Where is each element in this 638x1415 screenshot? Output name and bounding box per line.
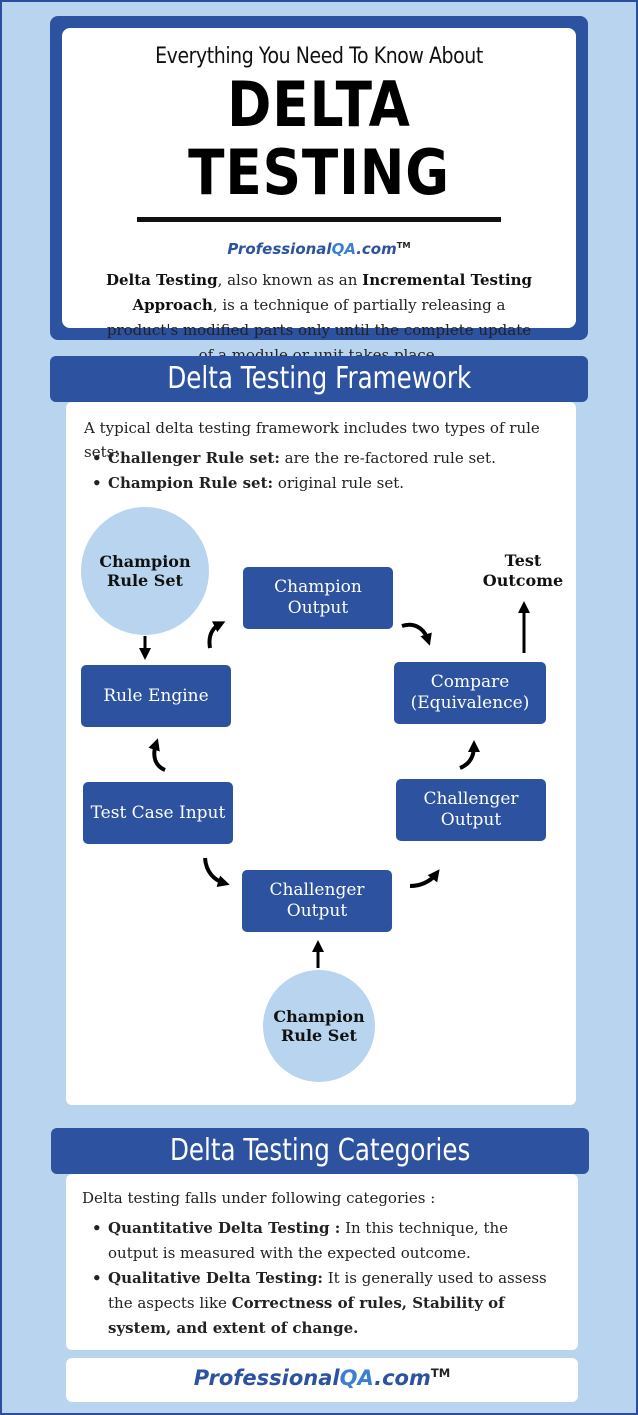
categories-heading: Delta Testing Categories [169, 1133, 471, 1168]
logo-dot-com: .com [356, 240, 397, 258]
category-quantitative-text: In this technique, the output is measure… [108, 1219, 509, 1262]
hero-description: Delta Testing, also known as an Incremen… [99, 268, 539, 368]
bullet-challenger: Challenger Rule set: are the re-factored… [92, 446, 572, 471]
bullet-challenger-text: are the re-factored rule set. [279, 449, 496, 467]
footer-logo-tm: TM [430, 1366, 451, 1380]
bullet-champion-bold: Champion Rule set: [108, 474, 274, 492]
footer: ProfessionalQA.comTM [66, 1358, 578, 1402]
logo-tm: TM [396, 240, 411, 250]
footer-logo[interactable]: ProfessionalQA.comTM [194, 1366, 450, 1390]
framework-bullets: Challenger Rule set: are the re-factored… [92, 446, 572, 496]
footer-logo-qa: QA [339, 1366, 375, 1390]
category-qualitative-text: It is generally used to assess the aspec… [108, 1269, 547, 1312]
desc-bold-1: Delta Testing [105, 271, 218, 289]
category-quantitative: Quantitative Delta Testing : In this tec… [92, 1216, 562, 1266]
bullet-champion: Champion Rule set: original rule set. [92, 471, 572, 496]
test-case-input-box: Test Case Input [83, 782, 233, 844]
category-qualitative-bold: Qualitative Delta Testing: [108, 1269, 323, 1287]
hero-card: Everything You Need To Know About DELTA … [50, 16, 588, 364]
rule-engine-box: Rule Engine [81, 665, 231, 727]
challenger-output-box-bottom: Challenger Output [242, 870, 392, 932]
hero-subtitle: Everything You Need To Know About [155, 44, 483, 69]
hero-inner: Everything You Need To Know About DELTA … [62, 28, 576, 364]
logo-qa: QA [331, 240, 357, 258]
category-qualitative: Qualitative Delta Testing: It is general… [92, 1266, 562, 1341]
champion-output-box: Champion Output [243, 567, 393, 629]
categories-heading-band: Delta Testing Categories [51, 1128, 589, 1174]
champion-rule-set-circle-bottom: Champion Rule Set [263, 970, 375, 1082]
test-outcome-label: Test Outcome [482, 551, 564, 590]
framework-heading-band: Delta Testing Framework [50, 356, 588, 402]
compare-box: Compare (Equivalence) [394, 662, 546, 724]
desc-bold-2: Incremental Testing Approach [132, 271, 533, 314]
challenger-output-box-right: Challenger Output [396, 779, 546, 841]
title-divider [137, 217, 501, 222]
footer-logo-text: Professional [193, 1366, 340, 1390]
category-qualitative-bold-2: Correctness of rules, Stability of syste… [108, 1294, 505, 1337]
logo-text: Professional [227, 240, 332, 258]
champion-rule-set-circle-top: Champion Rule Set [81, 507, 209, 635]
desc-text-2: , is a technique of partially releasing … [106, 296, 532, 364]
bullet-champion-text: original rule set. [273, 474, 405, 492]
brand-logo: ProfessionalQA.comTM [227, 240, 410, 258]
bullet-challenger-bold: Challenger Rule set: [108, 449, 280, 467]
categories-bullets: Quantitative Delta Testing : In this tec… [92, 1216, 562, 1341]
footer-logo-dot-com: .com [374, 1366, 431, 1390]
page-title: DELTA TESTING [188, 68, 450, 209]
category-quantitative-bold: Quantitative Delta Testing : [108, 1219, 341, 1237]
framework-heading: Delta Testing Framework [167, 361, 471, 396]
categories-intro: Delta testing falls under following cate… [82, 1189, 436, 1207]
desc-text-1: , also known as an [217, 271, 363, 289]
